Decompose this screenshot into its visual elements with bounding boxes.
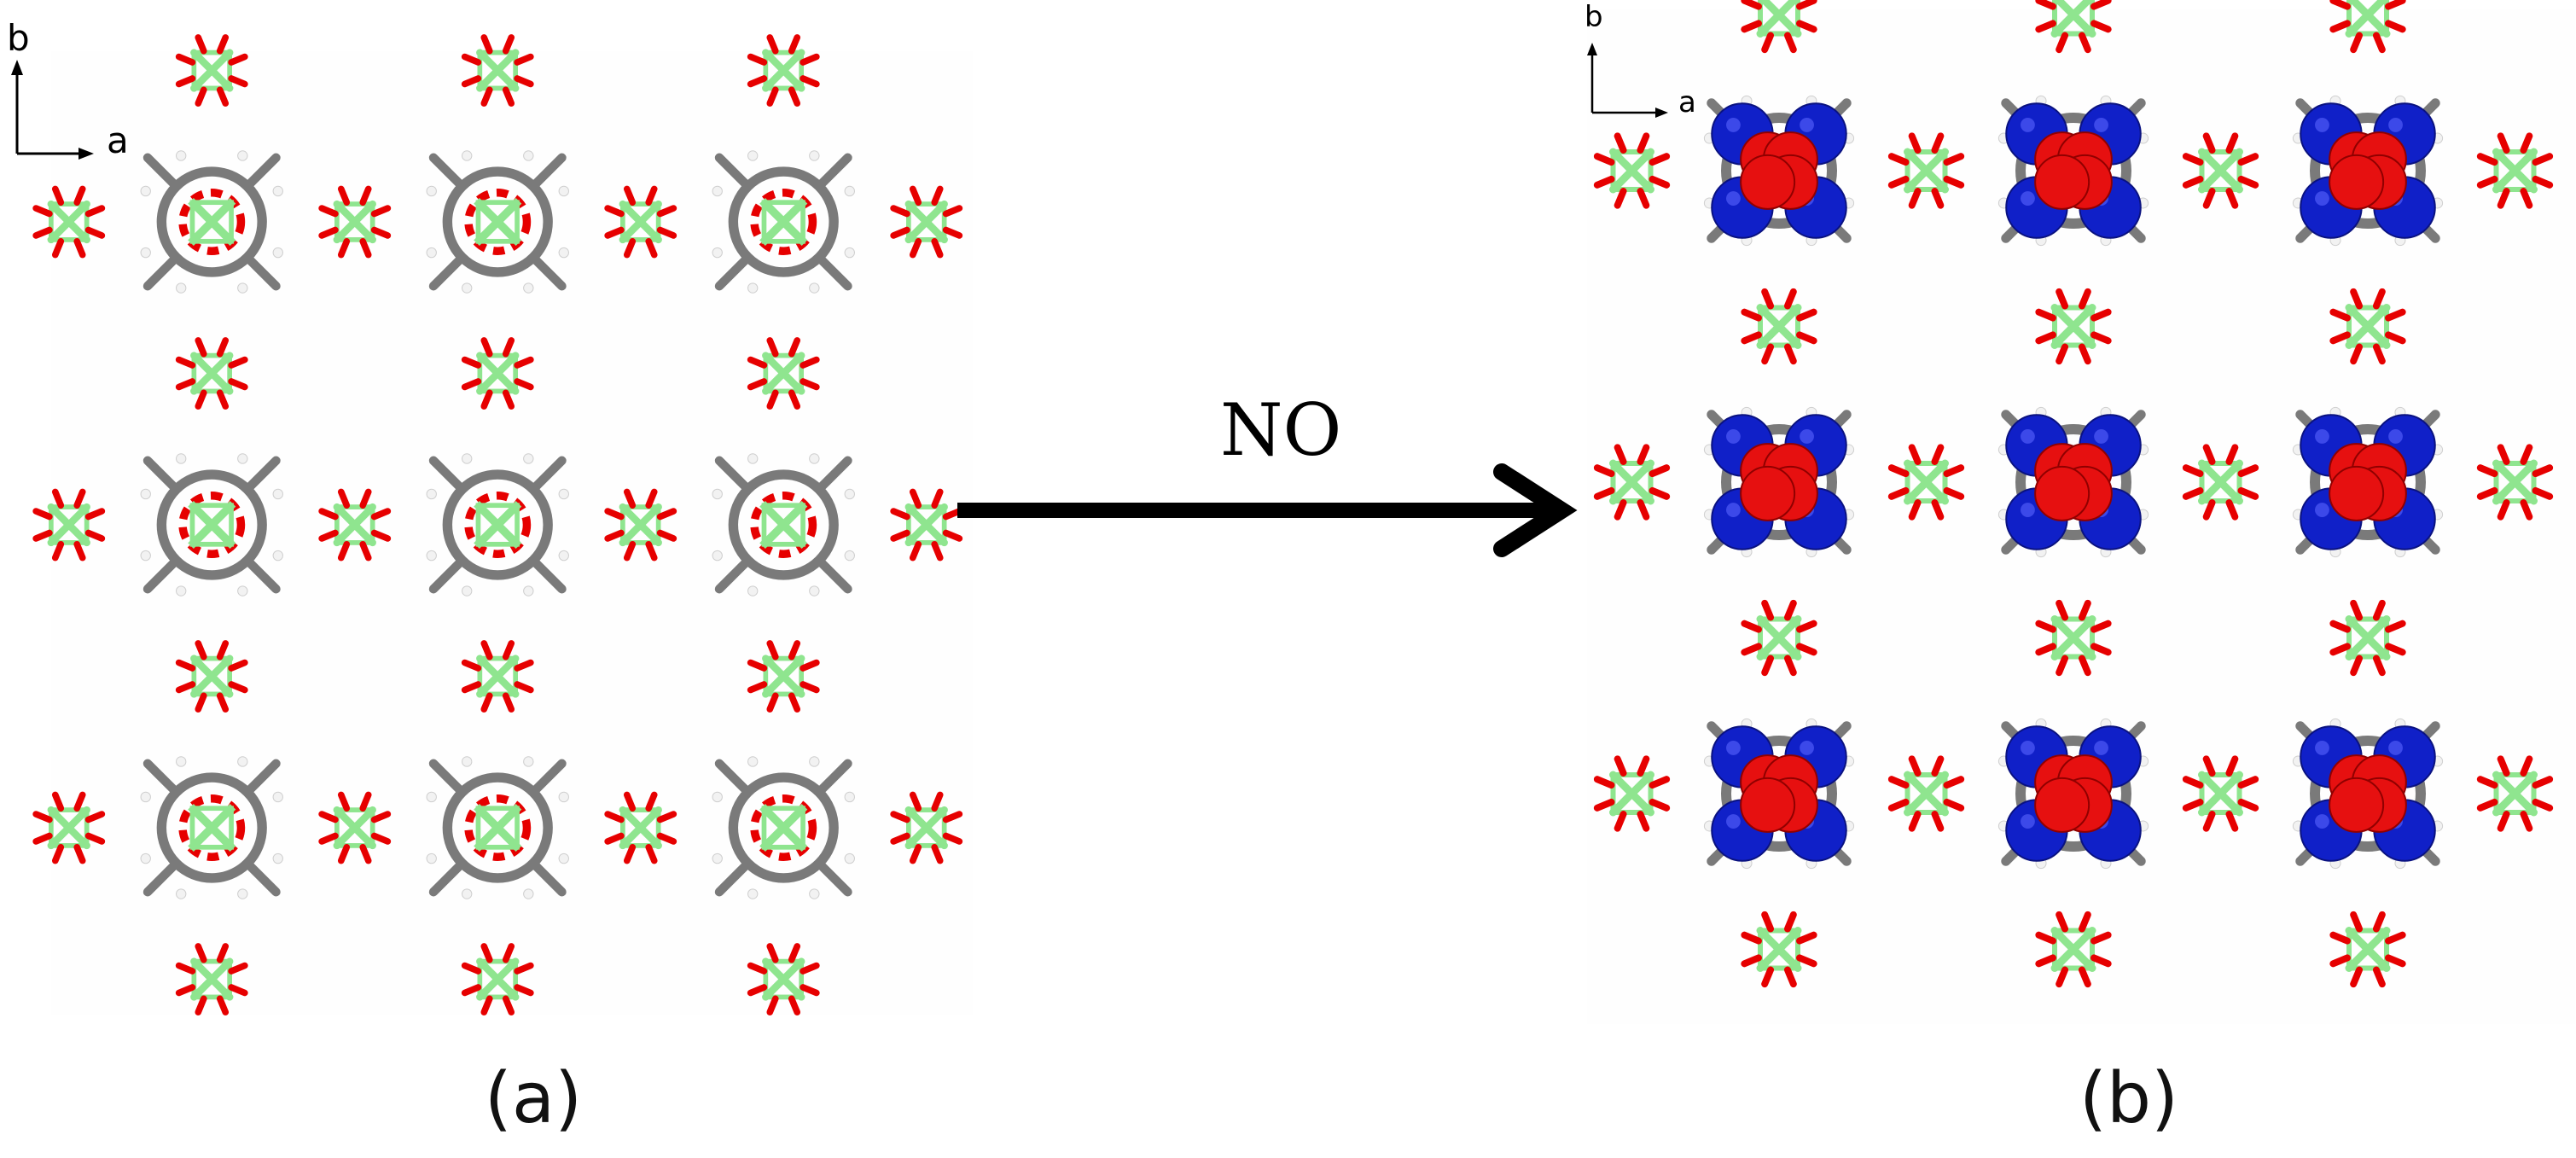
metal-cluster: [890, 185, 963, 259]
metal-cluster: [604, 488, 677, 562]
metal-cluster: [175, 337, 248, 410]
metal-cluster: [747, 337, 820, 410]
metal-cluster: [2182, 755, 2259, 832]
linker-node: [712, 150, 855, 294]
metal-cluster: [32, 791, 106, 864]
metal-cluster: [2329, 0, 2406, 54]
metal-cluster: [461, 640, 534, 713]
metal-cluster: [1887, 755, 1965, 832]
structure-panel-b: [1587, 0, 2575, 1024]
metal-cluster: [747, 640, 820, 713]
metal-cluster: [318, 791, 392, 864]
axis-a-label-b: a: [1678, 85, 1696, 119]
metal-cluster: [1741, 0, 1817, 54]
structure-panel-a: [32, 34, 973, 1015]
caption-b: (b): [2079, 1058, 2179, 1139]
metal-cluster: [2035, 911, 2112, 988]
metal-cluster: [2035, 0, 2112, 54]
metal-cluster: [2182, 132, 2259, 209]
linker-node: [140, 756, 283, 899]
metal-cluster: [175, 943, 248, 1015]
metal-cluster: [747, 943, 820, 1015]
metal-cluster: [1887, 132, 1965, 209]
metal-cluster: [1741, 599, 1817, 677]
metal-cluster: [318, 488, 392, 562]
metal-cluster: [2035, 599, 2112, 677]
metal-cluster: [604, 185, 677, 259]
linker-node: [426, 756, 569, 899]
metal-cluster: [1593, 755, 1671, 832]
metal-cluster: [1741, 911, 1817, 988]
linker-node: [140, 453, 283, 596]
caption-a: (a): [484, 1058, 583, 1139]
metal-cluster: [2476, 132, 2554, 209]
metal-cluster: [318, 185, 392, 259]
linker-node: [426, 150, 569, 294]
adsorbed-no-molecule: [2300, 777, 2385, 862]
adsorbed-no-molecule: [2005, 465, 2090, 550]
metal-cluster: [175, 34, 248, 107]
metal-cluster: [890, 488, 963, 562]
metal-cluster: [32, 185, 106, 259]
linker-node: [712, 453, 855, 596]
axis-a-label-a: a: [107, 119, 129, 161]
metal-cluster: [604, 791, 677, 864]
adsorbed-no-molecule: [2300, 154, 2385, 239]
linker-node: [712, 756, 855, 899]
adsorbed-no-molecule: [1711, 777, 1796, 862]
metal-cluster: [32, 488, 106, 562]
metal-cluster: [461, 337, 534, 410]
metal-cluster: [747, 34, 820, 107]
adsorbed-no-molecule: [1711, 465, 1796, 550]
reaction-arrow-label: NO: [1220, 388, 1342, 472]
adsorbed-no-molecule: [2005, 777, 2090, 862]
axis-b-label-a: b: [7, 17, 30, 59]
metal-cluster: [461, 943, 534, 1015]
metal-cluster: [2329, 911, 2406, 988]
metal-cluster: [175, 640, 248, 713]
metal-cluster: [2182, 444, 2259, 521]
metal-cluster: [2329, 288, 2406, 365]
metal-cluster: [2476, 444, 2554, 521]
axis-b-label-b: b: [1585, 0, 1603, 34]
metal-cluster: [2476, 755, 2554, 832]
metal-cluster: [1593, 444, 1671, 521]
metal-cluster: [2035, 288, 2112, 365]
metal-cluster: [1741, 288, 1817, 365]
adsorbed-no-molecule: [1711, 154, 1796, 239]
linker-node: [140, 150, 283, 294]
adsorbed-no-molecule: [2005, 154, 2090, 239]
framework-structure-a: [32, 34, 963, 1015]
metal-cluster: [461, 34, 534, 107]
adsorbed-no-molecule: [2300, 465, 2385, 550]
metal-cluster: [1887, 444, 1965, 521]
metal-cluster: [890, 791, 963, 864]
metal-cluster: [2329, 599, 2406, 677]
framework-structure-b: [1593, 0, 2554, 988]
metal-cluster: [1593, 132, 1671, 209]
linker-node: [426, 453, 569, 596]
